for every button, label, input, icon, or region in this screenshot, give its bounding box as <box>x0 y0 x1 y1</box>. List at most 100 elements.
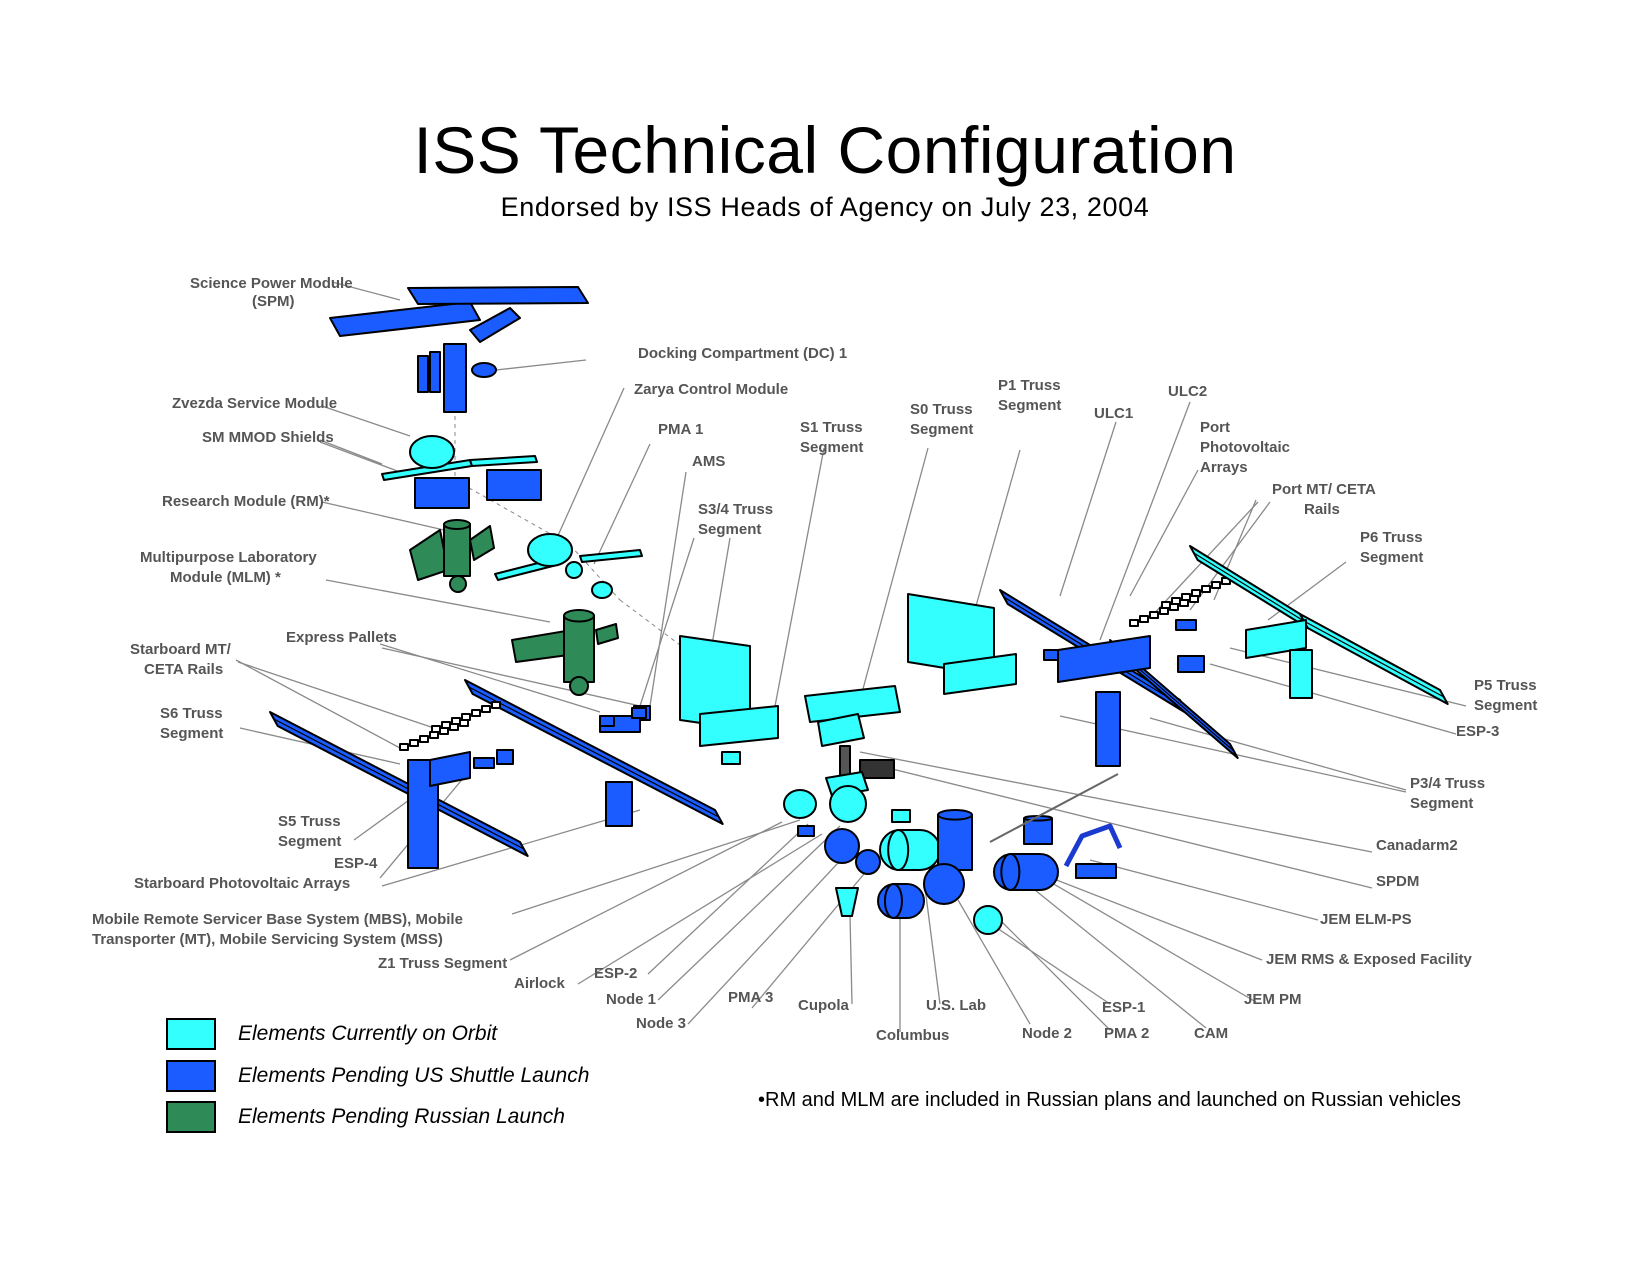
uslab-pressurized <box>937 809 973 871</box>
leader-line <box>649 471 687 707</box>
label-pma3: PMA 3 <box>728 989 773 1006</box>
s1-truss <box>699 705 779 747</box>
s1-bracket <box>721 751 741 765</box>
leader-line <box>999 919 1111 1031</box>
s5-truss <box>429 751 471 787</box>
leader-line <box>325 579 551 623</box>
columbus-module <box>877 883 925 919</box>
leader-line <box>657 825 841 1001</box>
leader-line <box>859 447 929 701</box>
label-mmod: SM MMOD Shields <box>202 429 334 446</box>
label-spm: Science Power Module(SPM) <box>190 275 353 310</box>
leader-line <box>1149 717 1407 791</box>
page-title: ISS Technical Configuration <box>413 113 1237 187</box>
rm-docking-port <box>449 575 467 593</box>
label-jem-elm: JEM ELM-PS <box>1320 911 1412 928</box>
stbd-rail-seg <box>441 721 451 729</box>
leader-line <box>957 899 1031 1025</box>
port-rail-seg <box>1181 593 1191 601</box>
research-module <box>443 519 471 577</box>
jem-exposed-facility <box>1075 863 1117 879</box>
station-elements <box>269 286 1449 935</box>
stbd-rail-seg <box>409 739 419 747</box>
leader-line <box>879 765 1373 889</box>
label-jem-pm: JEM PM <box>1244 991 1302 1008</box>
label-canadarm2: Canadarm2 <box>1376 837 1458 854</box>
leader-line <box>1229 647 1467 707</box>
sm-mmod-shield-right <box>486 469 542 501</box>
express-pallet-2 <box>631 707 647 719</box>
p3-truss <box>1057 635 1151 683</box>
leader-line <box>751 861 875 1009</box>
stbd-rail-seg <box>431 725 441 733</box>
us-lab-module <box>879 829 941 871</box>
p4-radiator <box>1095 691 1121 767</box>
legend-swatch-us-shuttle <box>166 1060 216 1092</box>
leader-line <box>1089 859 1319 921</box>
spm-array-small <box>469 307 521 343</box>
stbd-rail-seg <box>481 705 491 713</box>
leader-line <box>859 751 1373 853</box>
s0-truss <box>804 685 901 723</box>
p6-radiator <box>1289 649 1313 699</box>
cupola-ring <box>855 849 881 875</box>
ulc1-carrier <box>1043 649 1059 661</box>
zvezda-service-module <box>409 435 455 469</box>
esp3-pallet <box>1177 655 1205 673</box>
node2-core <box>923 863 965 905</box>
sm-mmod-shield-left <box>414 477 470 509</box>
label-pma2: PMA 2 <box>1104 1025 1149 1042</box>
leader-line <box>639 537 695 707</box>
jem-rms-arm <box>1063 823 1123 868</box>
leader-line <box>1059 421 1117 597</box>
spm-radiator-1 <box>417 355 429 393</box>
port-rail-seg <box>1149 611 1159 619</box>
leader-line <box>237 661 441 731</box>
port-rail-seg <box>1211 581 1221 589</box>
leader-line <box>555 387 625 541</box>
port-rail-seg <box>1161 601 1171 609</box>
cam-connector <box>989 773 1119 843</box>
label-node2: Node 2 <box>1022 1025 1072 1042</box>
pma2-adapter <box>973 905 1003 935</box>
ulc2-carrier <box>1175 619 1197 631</box>
spm-array-right <box>407 286 589 305</box>
leader-line <box>849 915 853 1005</box>
leader-line <box>381 647 641 707</box>
esp2-pallet <box>797 825 815 837</box>
leader-line <box>321 501 445 531</box>
jem-elm-ps <box>1023 815 1053 845</box>
label-stbd-mt: Starboard MT/CETA Rails <box>130 641 232 678</box>
stbd-rail-seg <box>451 717 461 725</box>
label-dc1: Docking Compartment (DC) 1 <box>638 345 847 362</box>
label-cam: CAM <box>1194 1025 1228 1042</box>
leader-line <box>993 925 1111 1005</box>
leader-line <box>687 849 851 1025</box>
element-labels: Science Power Module(SPM) Docking Compart… <box>92 275 1537 1044</box>
leader-line <box>771 447 825 723</box>
express-pallet-1 <box>599 715 615 727</box>
mbs-mobile-base <box>817 713 865 747</box>
stbd-rail-seg <box>419 735 429 743</box>
leader-line <box>1035 871 1263 961</box>
leader-line <box>1029 885 1207 1029</box>
leader-line <box>511 819 801 915</box>
zarya-array-right <box>579 549 643 563</box>
stbd-rail-seg <box>461 713 471 721</box>
spm-radiator-2 <box>429 351 441 393</box>
rm-array-left <box>409 529 449 581</box>
zarya-node <box>565 561 583 579</box>
pma1-adapter <box>591 581 613 599</box>
port-rail-seg <box>1201 585 1211 593</box>
leader-line <box>1209 663 1457 735</box>
page-subtitle: Endorsed by ISS Heads of Agency on July … <box>500 192 1150 222</box>
label-esp4: ESP-4 <box>334 855 378 872</box>
